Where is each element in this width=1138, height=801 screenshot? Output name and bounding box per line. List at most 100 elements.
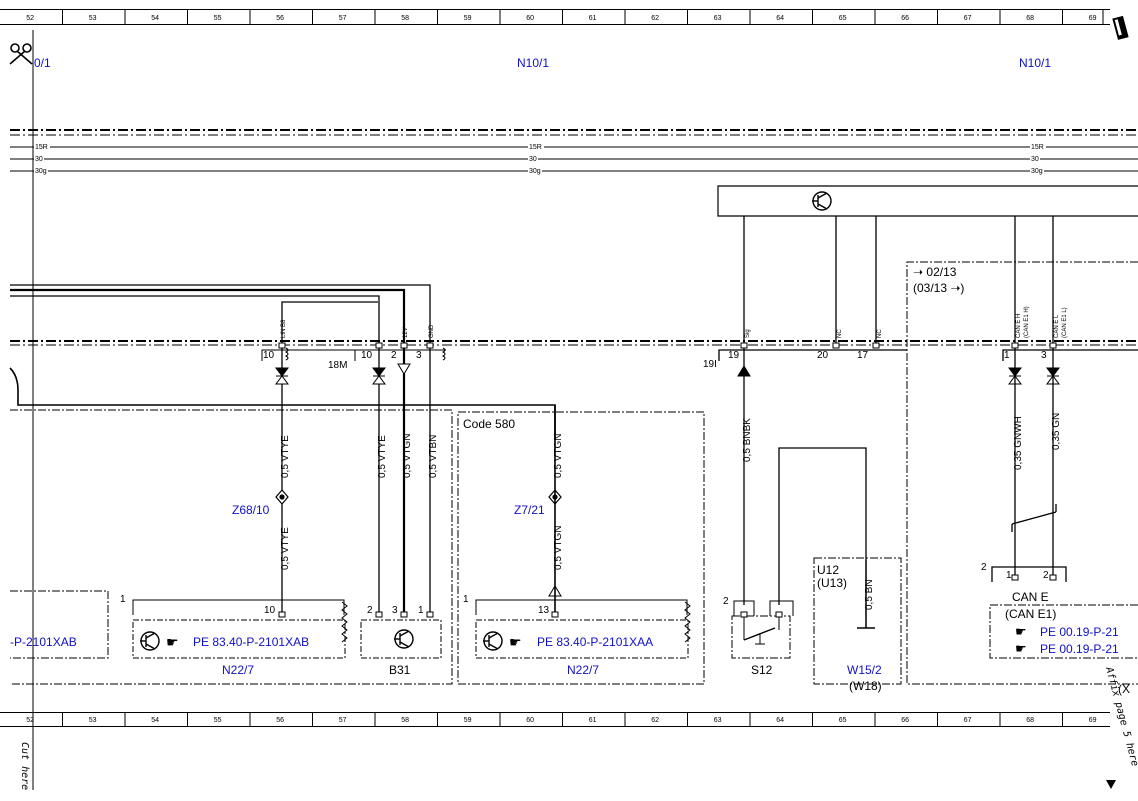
pe-ref-0019a[interactable]: PE 00.19-P-21 xyxy=(1040,625,1119,639)
pe-ref-xaa[interactable]: PE 83.40-P-2101XAA xyxy=(537,635,653,649)
component-w18: (W18) xyxy=(849,679,882,693)
bottom-ruler-column-label: 59 xyxy=(464,717,472,724)
corner-marker-icon xyxy=(1112,15,1129,40)
connector-arrow-icons xyxy=(275,363,1060,597)
splice-icons xyxy=(275,489,562,505)
bus-15r-label-mid: 15R xyxy=(529,144,542,151)
pointing-hand-icon: ☛ xyxy=(1015,642,1027,657)
s12-switch xyxy=(733,600,794,645)
pin-1-cane-box: 1 xyxy=(1006,570,1012,581)
connector-18m-box xyxy=(261,349,446,361)
x-mark: (X xyxy=(1118,682,1130,696)
transistor-icon xyxy=(140,631,160,651)
pin-10-a: 10 xyxy=(263,350,275,361)
pin-label-nc-1: NC xyxy=(837,329,843,338)
pin-1-n22b: 1 xyxy=(463,594,469,605)
pin-label-can-e1-h: (CAN E1 H) xyxy=(1024,306,1030,338)
wire-label-bnbk: 0,5 BNBK xyxy=(742,418,753,462)
bottom-ruler-column-label: 67 xyxy=(964,717,972,724)
top-ruler-column-label: 56 xyxy=(276,15,284,22)
coil-icon xyxy=(284,347,446,361)
component-u13: (U13) xyxy=(817,576,847,590)
bus-30-label-mid: 30 xyxy=(529,156,537,163)
ref-box-line1: ➝ 02/13 xyxy=(913,265,957,279)
pin-label-can-e-h: CAN E H xyxy=(1016,314,1022,338)
pointing-hand-icon: ☛ xyxy=(509,635,522,651)
cut-here-note: Cut here xyxy=(19,742,30,790)
bottom-ruler-column-label: 52 xyxy=(26,717,34,724)
partial-left-ref[interactable]: -P-2101XAB xyxy=(10,635,77,649)
wire-label-gn: 0,35 GN xyxy=(1051,413,1062,450)
arrow-right-icon: ➝ xyxy=(913,265,926,279)
top-ruler-column-label: 69 xyxy=(1089,15,1097,22)
component-outlines xyxy=(10,261,1138,685)
top-ruler-column-label: 64 xyxy=(776,15,784,22)
top-ruler xyxy=(0,9,1110,25)
connector-19i-label: 19I xyxy=(703,359,717,370)
pin-13-n22b: 13 xyxy=(538,605,550,616)
component-n22-7-right: N22/7 xyxy=(567,663,599,677)
top-ruler-column-label: 68 xyxy=(1026,15,1034,22)
bottom-ruler-column-label: 66 xyxy=(901,717,909,724)
pin-10-n22a: 10 xyxy=(264,605,276,616)
pointing-hand-icon: ☛ xyxy=(166,635,179,651)
pe-ref-xab[interactable]: PE 83.40-P-2101XAB xyxy=(193,635,309,649)
n22-7-left-component xyxy=(132,599,348,659)
bus-15r-label: 15R xyxy=(35,144,48,151)
top-ruler-column-label: 62 xyxy=(651,15,659,22)
transistor-icon xyxy=(394,629,414,649)
pin-2-s12: 2 xyxy=(723,596,729,607)
pin-2-cane-box-b: 2 xyxy=(1043,570,1049,581)
pin-20: 20 xyxy=(817,350,829,361)
code-580-label: Code 580 xyxy=(463,417,515,431)
pin-marks-mid xyxy=(740,342,880,349)
b31-component xyxy=(360,611,442,659)
pin-3-a: 3 xyxy=(416,350,422,361)
top-ruler-column-label: 61 xyxy=(589,15,597,22)
wire-label-vtgn-1: 0,5 VTGN xyxy=(402,434,413,478)
bus-30-label-right: 30 xyxy=(1031,156,1039,163)
bottom-ruler-column-label: 56 xyxy=(276,717,284,724)
bottom-ruler-column-label: 69 xyxy=(1089,717,1097,724)
bottom-ruler-column-label: 54 xyxy=(151,717,159,724)
triangle-down-icon xyxy=(1106,780,1116,789)
ref-box-line1-text: 02/13 xyxy=(926,265,956,279)
top-ruler-column-label: 59 xyxy=(464,15,472,22)
top-ruler-column-label: 54 xyxy=(151,15,159,22)
pin-10-b: 10 xyxy=(361,350,373,361)
top-ruler-column-label: 60 xyxy=(526,15,534,22)
pin-label-can-e-l: CAN E L xyxy=(1054,314,1060,338)
bottom-ruler-column-label: 64 xyxy=(776,717,784,724)
bottom-ruler-column-label: 65 xyxy=(839,717,847,724)
pointing-hand-icon: ☛ xyxy=(1015,625,1027,640)
n10-module-box xyxy=(717,185,1138,217)
wire-label-vtye-2: 0,5 VTYE xyxy=(280,527,291,570)
scissors-icon xyxy=(9,43,33,65)
component-s12: S12 xyxy=(751,663,773,677)
wire-label-vtgn-3: 0,5 VTGN xyxy=(553,526,564,570)
ref-box-close: ) xyxy=(960,281,964,295)
transistor-icon xyxy=(812,191,832,211)
top-ruler-column-label: 55 xyxy=(214,15,222,22)
pin-3-cane: 3 xyxy=(1041,350,1047,361)
bus-30g-label-mid: 30g xyxy=(529,168,541,175)
bottom-ruler xyxy=(0,712,1110,727)
bus-30g-label-right: 30g xyxy=(1031,168,1043,175)
pin-17: 17 xyxy=(857,350,869,361)
pe-ref-0019b[interactable]: PE 00.19-P-21 xyxy=(1040,642,1119,656)
pin-1-b31: 1 xyxy=(418,605,424,616)
wire-label-gnwh: 0,35 GNWH xyxy=(1013,416,1024,470)
n22-7-right-component xyxy=(475,405,691,659)
top-ruler-column-label: 58 xyxy=(401,15,409,22)
component-b31: B31 xyxy=(389,663,411,677)
wire-label-vtye-1: 0,5 VTYE xyxy=(280,435,291,478)
ref-box-line2: (03/13 ➝) xyxy=(913,281,964,295)
n10-output-wires xyxy=(718,216,907,629)
bus-labels: 15R 30 30g 15R 30 30g 15R 30 30g xyxy=(34,142,1046,175)
bottom-ruler-column-label: 62 xyxy=(651,717,659,724)
top-ruler-column-label: 65 xyxy=(839,15,847,22)
ref-right: N10/1 xyxy=(1019,56,1051,70)
pin-label-can-e1-l: (CAN E1 L) xyxy=(1062,307,1068,338)
bottom-ruler-column-label: 53 xyxy=(89,717,97,724)
